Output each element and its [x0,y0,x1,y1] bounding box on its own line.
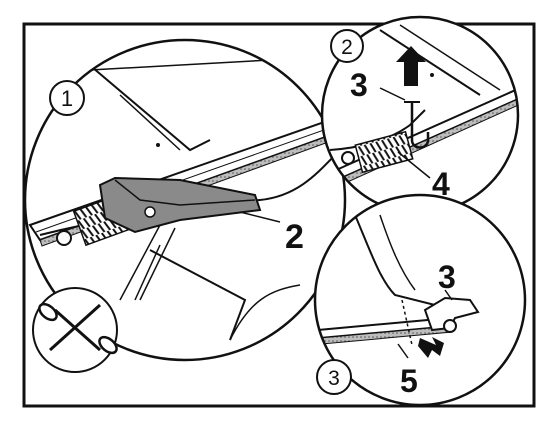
arrow-up-icon [396,46,426,86]
step-number: 3 [328,367,340,390]
callout-part-2: 2 [285,218,304,256]
step-number: 2 [341,36,353,59]
callout-part-3-bottom: 3 [438,259,456,295]
outer-frame [22,22,536,408]
callout-part-4: 4 [432,166,450,202]
detail-1 [23,38,347,362]
callout-part-5: 5 [400,363,418,399]
detail-2 [320,15,520,215]
arrow-right-icon [418,337,444,358]
step-badge-2: 2 [330,29,364,63]
callout-part-3-top: 3 [350,67,368,103]
step-number: 1 [61,86,73,111]
step-badge-1: 1 [49,80,85,116]
step-badge-3: 3 [316,359,352,395]
scissors-icon [32,287,118,373]
